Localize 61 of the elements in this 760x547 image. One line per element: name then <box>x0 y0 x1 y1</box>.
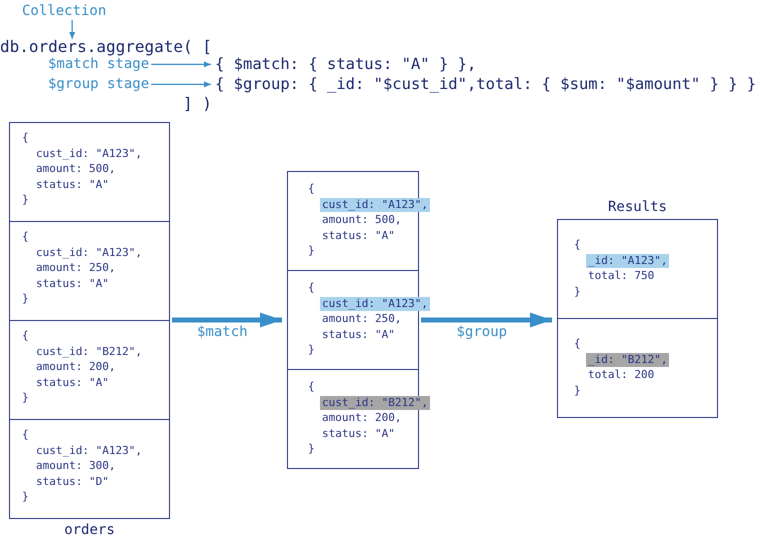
field-line: cust_id: "A123", <box>36 146 142 160</box>
brace: } <box>22 193 29 207</box>
brace: } <box>22 292 29 306</box>
brace: } <box>308 442 315 456</box>
highlighted-field: cust_id: "A123", <box>320 198 430 212</box>
collection-label: Collection <box>22 3 106 20</box>
arrow <box>421 312 552 328</box>
highlighted-field: _id: "B212", <box>586 352 670 366</box>
brace: } <box>22 490 29 504</box>
field-line: status: "A" <box>36 178 109 192</box>
field-line: amount: 500, <box>36 162 116 176</box>
field-line: status: "A" <box>322 426 395 440</box>
arrow <box>151 61 211 68</box>
field-line: cust_id: "A123", <box>36 444 142 458</box>
code-line: { $match: { status: "A" } }, <box>215 55 476 74</box>
field-line: amount: 500, <box>322 213 402 227</box>
collection-heading: orders <box>63 522 116 539</box>
brace: { <box>22 428 29 442</box>
brace: { <box>574 337 581 351</box>
collection-heading: Results <box>606 199 668 216</box>
field-line: status: "A" <box>36 376 109 390</box>
field-line: total: 750 <box>588 269 654 283</box>
arrow <box>69 20 76 39</box>
brace: } <box>308 343 315 357</box>
brace: } <box>574 384 581 398</box>
code-line: { $group: { _id: "$cust_id",total: { $sum: "$amount" } } } <box>215 75 756 94</box>
arrow <box>151 81 211 88</box>
brace: { <box>308 182 315 196</box>
field-line: amount: 250, <box>322 312 402 326</box>
code-line: ] ) <box>183 94 212 114</box>
brace: } <box>22 391 29 405</box>
field-line: amount: 300, <box>36 459 116 473</box>
highlighted-field: cust_id: "A123", <box>320 296 430 310</box>
arrow <box>172 312 282 328</box>
brace: } <box>308 244 315 258</box>
field-line: amount: 250, <box>36 261 116 275</box>
field-line: amount: 200, <box>322 411 402 425</box>
field-line: status: "A" <box>36 276 109 290</box>
brace: { <box>308 380 315 394</box>
field-line: status: "A" <box>322 328 395 342</box>
field-line: cust_id: "B212", <box>36 344 142 358</box>
highlighted-field: cust_id: "B212", <box>320 396 430 410</box>
stage-label: $match stage <box>48 56 150 73</box>
edge-label: $group <box>456 324 508 341</box>
highlighted-field: _id: "A123", <box>586 254 670 268</box>
field-line: amount: 200, <box>36 360 116 374</box>
brace: { <box>22 329 29 343</box>
field-line: status: "D" <box>36 474 109 488</box>
brace: { <box>22 230 29 244</box>
collection-stack <box>9 122 170 519</box>
stage-label: $group stage <box>48 76 150 93</box>
edge-label: $match <box>197 324 248 341</box>
brace: { <box>308 281 315 295</box>
field-line: cust_id: "A123", <box>36 246 142 260</box>
results-stack <box>557 219 718 418</box>
field-line: total: 200 <box>588 368 654 382</box>
code-line: db.orders.aggregate( [ <box>0 37 212 56</box>
field-line: status: "A" <box>322 228 395 242</box>
brace: { <box>22 131 29 145</box>
brace: { <box>574 238 581 252</box>
brace: } <box>574 284 581 298</box>
